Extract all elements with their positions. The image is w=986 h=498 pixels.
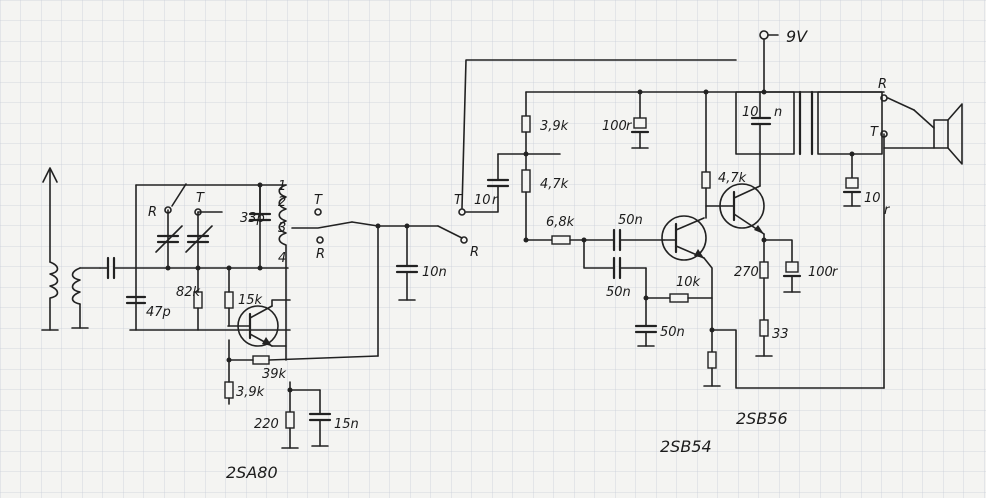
- capacitor-10n: [395, 225, 419, 301]
- band-switch-3: [437, 59, 737, 244]
- capacitor-50n-bottom: [634, 297, 658, 347]
- label-r5: 220: [254, 417, 279, 432]
- label-c7: 50n: [618, 213, 643, 228]
- label-q1: 2SA80: [226, 463, 278, 482]
- label-r4: 3,9k: [236, 385, 265, 400]
- label-c11-unit: r: [832, 265, 839, 280]
- label-coil2: 2: [278, 195, 286, 210]
- label-r2: 15k: [238, 293, 263, 308]
- label-coil3: 3: [278, 221, 286, 236]
- antenna: [41, 167, 59, 331]
- label-c6: 100: [602, 119, 627, 134]
- label-c12: 10: [864, 191, 881, 206]
- label-coil4: 4: [278, 251, 286, 266]
- label-sw1-t: T: [196, 191, 205, 206]
- speaker: [883, 103, 963, 165]
- label-c1: 47p: [146, 305, 171, 320]
- speaker-switch: [880, 94, 915, 389]
- transistor-2SB56: [705, 183, 765, 235]
- label-c5-unit: r: [492, 193, 499, 208]
- label-c4: 10n: [422, 265, 447, 280]
- label-c6-unit: r: [626, 119, 633, 134]
- resistor-39k: [228, 345, 379, 365]
- capacitor-10r-output: [842, 153, 862, 207]
- label-r1: 82k: [176, 285, 201, 300]
- label-r7: 4,7k: [540, 177, 569, 192]
- label-c3: 15n: [334, 417, 359, 432]
- label-c8: 50n: [606, 285, 631, 300]
- label-sw4-r: R: [878, 77, 887, 92]
- capacitor-10r-input: [465, 153, 561, 213]
- transistor-2SB54: [661, 215, 707, 261]
- label-c9: 50n: [660, 325, 685, 340]
- label-sw2-r: R: [316, 247, 325, 262]
- output-transformer: [735, 90, 883, 156]
- input-coil: [71, 267, 101, 329]
- resistor-82k: [193, 267, 203, 331]
- label-sw1-r: R: [148, 205, 157, 220]
- label-r8: 6,8k: [546, 215, 575, 230]
- transistor-2SA80: [227, 305, 279, 347]
- label-coil1: 1: [278, 179, 286, 194]
- label-c5: 10: [474, 193, 491, 208]
- capacitor-33p: [248, 184, 272, 222]
- band-switch-2: [291, 208, 379, 244]
- capacitor-50n-mid: [583, 239, 647, 280]
- band-switch-1: [164, 183, 202, 216]
- label-r6: 3,9k: [540, 119, 569, 134]
- capacitor-47p: [125, 295, 147, 305]
- resistor-6-8k: [525, 235, 615, 245]
- resistor-3-9k: [521, 115, 531, 155]
- label-c10-unit: n: [774, 105, 782, 120]
- resistor-33: [755, 319, 773, 357]
- capacitor-100r-top: [630, 91, 650, 149]
- resistor-220: [271, 299, 321, 449]
- supply-terminal: [759, 30, 779, 93]
- label-r9: 10k: [676, 275, 701, 290]
- label-sw4-t: T: [870, 125, 879, 140]
- resistor-15k: [224, 267, 234, 327]
- label-r10: 4,7k: [718, 171, 747, 186]
- capacitor-50n-top: [612, 228, 665, 252]
- emitter-resistor-2SB54: [703, 257, 885, 389]
- label-q3: 2SB56: [736, 409, 788, 428]
- label-r3: 39k: [262, 367, 287, 382]
- label-c10: 10: [742, 105, 759, 120]
- label-c12-unit: r: [884, 203, 891, 218]
- trimmer-capacitors: [155, 209, 223, 269]
- capacitor-100r-emitter: [782, 261, 802, 293]
- label-c2: 33p: [240, 211, 265, 226]
- label-sw3-t: T: [454, 193, 463, 208]
- label-q2: 2SB54: [660, 437, 712, 456]
- capacitor-15n: [308, 389, 332, 447]
- label-r12: 33: [772, 327, 789, 342]
- label-r11: 270: [734, 265, 759, 280]
- osc-coil: [278, 184, 287, 361]
- labels: 9V 47p 82k 15k 39k 3,9k 220 15n 33p R T …: [146, 27, 891, 482]
- resistor-4-7k-bias: [701, 91, 711, 219]
- junctions: [165, 89, 855, 393]
- label-sw3-r: R: [470, 245, 479, 260]
- label-sw2-t: T: [314, 193, 323, 208]
- resistor-4-7k: [521, 153, 531, 241]
- resistor-270: [759, 261, 769, 321]
- label-c11: 100: [808, 265, 833, 280]
- label-supply: 9V: [786, 27, 808, 46]
